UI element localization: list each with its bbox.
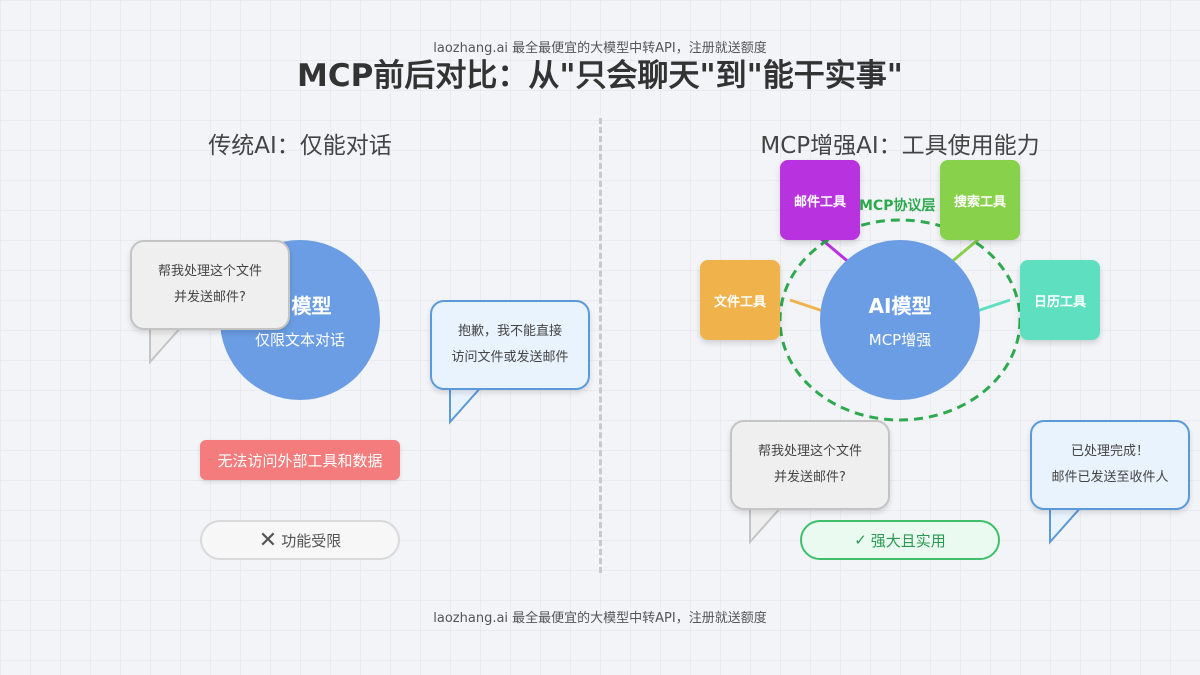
- right-user-bubble: 帮我处理这个文件 并发送邮件?: [730, 420, 890, 510]
- right-section-title: MCP增强AI：工具使用能力: [760, 133, 1040, 159]
- search-tool-box: 搜索工具: [940, 160, 1020, 240]
- calendar-tool-box: 日历工具: [1020, 260, 1100, 340]
- left-user-bubble-text: 帮我处理这个文件 并发送邮件?: [157, 264, 262, 305]
- file-tool-box: 文件工具: [700, 260, 780, 340]
- watermark-bottom: laozhang.ai 最全最便宜的大模型中转API，注册就送额度: [433, 611, 767, 626]
- right-reply-bubble-tail: [1049, 505, 1085, 545]
- left-reply-bubble: 抱歉，我不能直接 访问文件或发送邮件: [430, 300, 590, 390]
- email-tool-box: 邮件工具: [780, 160, 860, 240]
- left-user-bubble-tail: [149, 325, 185, 365]
- watermark-top: laozhang.ai 最全最便宜的大模型中转API，注册就送额度: [433, 41, 767, 56]
- right-ai-model-circle: AI模型 MCP增强: [820, 240, 980, 400]
- left-model-subtitle: 仅限文本对话: [254, 331, 345, 349]
- center-divider: [599, 118, 602, 573]
- powerful-status-pill: ✓ 强大且实用: [800, 520, 1000, 560]
- right-model-subtitle: MCP增强: [868, 331, 932, 349]
- right-user-bubble-tail: [749, 505, 785, 545]
- check-icon: ✓: [854, 531, 867, 549]
- limited-status-label: 功能受限: [281, 531, 342, 550]
- left-reply-bubble-tail: [449, 385, 485, 425]
- cross-icon: ✕: [258, 527, 278, 553]
- right-reply-bubble-text: 已处理完成！ 邮件已发送至收件人: [1051, 444, 1169, 485]
- left-section-title: 传统AI：仅能对话: [208, 133, 392, 159]
- right-user-bubble-text: 帮我处理这个文件 并发送邮件?: [757, 444, 862, 485]
- page-title: MCP前后对比：从"只会聊天"到"能干实事": [297, 58, 903, 94]
- left-reply-bubble-text: 抱歉，我不能直接 访问文件或发送邮件: [451, 324, 569, 365]
- right-model-title: AI模型: [868, 294, 932, 318]
- limited-status-pill: ✕ 功能受限: [200, 520, 400, 560]
- no-access-warning-badge: 无法访问外部工具和数据: [200, 440, 400, 480]
- right-reply-bubble: 已处理完成！ 邮件已发送至收件人: [1030, 420, 1190, 510]
- mcp-layer-label: MCP协议层: [859, 198, 936, 214]
- left-user-bubble: 帮我处理这个文件 并发送邮件?: [130, 240, 290, 330]
- powerful-status-label: 强大且实用: [870, 531, 946, 550]
